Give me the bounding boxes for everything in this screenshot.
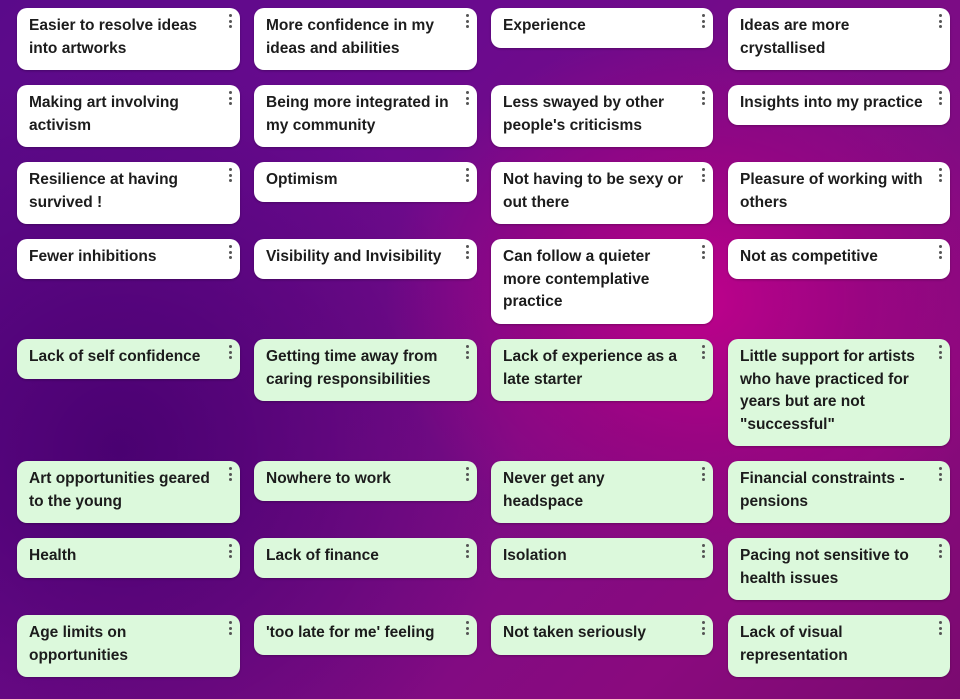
more-options-icon[interactable] (701, 245, 705, 259)
sticky-note-card[interactable]: Age limits on opportunities (17, 615, 240, 677)
more-options-icon[interactable] (938, 621, 942, 635)
more-options-icon[interactable] (228, 467, 232, 481)
more-options-icon[interactable] (938, 168, 942, 182)
sticky-note-card[interactable]: Insights into my practice (728, 85, 950, 125)
card-text: Being more integrated in my community (266, 94, 449, 134)
sticky-note-card[interactable]: Easier to resolve ideas into artworks (17, 8, 240, 70)
card-text: Financial constraints - pensions (740, 470, 905, 510)
more-options-icon[interactable] (938, 245, 942, 259)
more-options-icon[interactable] (938, 544, 942, 558)
card-text: Ideas are more crystallised (740, 17, 850, 57)
sticky-note-card[interactable]: Art opportunities geared to the young (17, 461, 240, 523)
card-text: Age limits on opportunities (29, 624, 129, 664)
sticky-note-card[interactable]: Lack of experience as a late starter (491, 339, 713, 401)
card-text: Lack of self confidence (29, 348, 201, 365)
card-text: Art opportunities geared to the young (29, 470, 210, 510)
more-options-icon[interactable] (465, 14, 469, 28)
sticky-note-card[interactable]: Can follow a quieter more contemplative … (491, 239, 713, 324)
more-options-icon[interactable] (701, 14, 705, 28)
card-text: Fewer inhibitions (29, 248, 157, 265)
card-text: 'too late for me' feeling (266, 624, 435, 641)
sticky-note-card[interactable]: Less swayed by other people's criticisms (491, 85, 713, 147)
sticky-note-card[interactable]: Nowhere to work (254, 461, 477, 501)
card-text: Not having to be sexy or out there (503, 171, 684, 211)
card-text: Insights into my practice (740, 94, 923, 111)
more-options-icon[interactable] (465, 168, 469, 182)
card-text: Experience (503, 17, 586, 34)
sticky-note-card[interactable]: Lack of self confidence (17, 339, 240, 379)
card-text: Never get any headspace (503, 470, 605, 510)
card-text: Not taken seriously (503, 624, 646, 641)
more-options-icon[interactable] (938, 345, 942, 359)
sticky-note-card[interactable]: Little support for artists who have prac… (728, 339, 950, 446)
card-text: Resilience at having survived ! (29, 171, 179, 211)
sticky-note-card[interactable]: Pacing not sensitive to health issues (728, 538, 950, 600)
sticky-note-card[interactable]: Not taken seriously (491, 615, 713, 655)
more-options-icon[interactable] (228, 621, 232, 635)
sticky-note-card[interactable]: Isolation (491, 538, 713, 578)
card-text: Isolation (503, 547, 567, 564)
sticky-note-card[interactable]: Never get any headspace (491, 461, 713, 523)
sticky-note-card[interactable]: Making art involving activism (17, 85, 240, 147)
card-text: Pacing not sensitive to health issues (740, 547, 909, 587)
more-options-icon[interactable] (228, 14, 232, 28)
more-options-icon[interactable] (938, 91, 942, 105)
sticky-note-card[interactable]: More confidence in my ideas and abilitie… (254, 8, 477, 70)
more-options-icon[interactable] (228, 544, 232, 558)
card-text: More confidence in my ideas and abilitie… (266, 17, 434, 57)
more-options-icon[interactable] (701, 345, 705, 359)
card-text: Pleasure of working with others (740, 171, 923, 211)
card-text: Can follow a quieter more contemplative … (503, 248, 651, 310)
sticky-note-card[interactable]: Fewer inhibitions (17, 239, 240, 279)
sticky-note-card[interactable]: Ideas are more crystallised (728, 8, 950, 70)
more-options-icon[interactable] (465, 467, 469, 481)
sticky-note-card[interactable]: Resilience at having survived ! (17, 162, 240, 224)
card-text: Little support for artists who have prac… (740, 348, 915, 433)
more-options-icon[interactable] (701, 467, 705, 481)
card-text: Optimism (266, 171, 338, 188)
card-text: Lack of visual representation (740, 624, 848, 664)
sticky-note-card[interactable]: Lack of visual representation (728, 615, 950, 677)
sticky-note-card[interactable]: Not as competitive (728, 239, 950, 279)
more-options-icon[interactable] (701, 168, 705, 182)
sticky-note-card[interactable]: 'too late for me' feeling (254, 615, 477, 655)
card-text: Easier to resolve ideas into artworks (29, 17, 198, 57)
more-options-icon[interactable] (938, 467, 942, 481)
card-text: Getting time away from caring responsibi… (266, 348, 438, 388)
card-text: Lack of experience as a late starter (503, 348, 678, 388)
sticky-note-card[interactable]: Optimism (254, 162, 477, 202)
more-options-icon[interactable] (701, 91, 705, 105)
more-options-icon[interactable] (228, 245, 232, 259)
sticky-note-card[interactable]: Experience (491, 8, 713, 48)
sticky-note-card[interactable]: Pleasure of working with others (728, 162, 950, 224)
more-options-icon[interactable] (228, 168, 232, 182)
card-text: Visibility and Invisibility (266, 248, 442, 265)
more-options-icon[interactable] (465, 345, 469, 359)
card-text: Less swayed by other people's criticisms (503, 94, 665, 134)
sticky-note-card[interactable]: Visibility and Invisibility (254, 239, 477, 279)
more-options-icon[interactable] (701, 621, 705, 635)
card-text: Lack of finance (266, 547, 379, 564)
more-options-icon[interactable] (465, 245, 469, 259)
more-options-icon[interactable] (701, 544, 705, 558)
sticky-note-card[interactable]: Lack of finance (254, 538, 477, 578)
more-options-icon[interactable] (938, 14, 942, 28)
sticky-note-card[interactable]: Health (17, 538, 240, 578)
sticky-note-card[interactable]: Being more integrated in my community (254, 85, 477, 147)
card-text: Not as competitive (740, 248, 878, 265)
more-options-icon[interactable] (228, 91, 232, 105)
sticky-note-card[interactable]: Getting time away from caring responsibi… (254, 339, 477, 401)
sticky-note-card[interactable]: Financial constraints - pensions (728, 461, 950, 523)
more-options-icon[interactable] (465, 544, 469, 558)
card-text: Nowhere to work (266, 470, 391, 487)
more-options-icon[interactable] (465, 621, 469, 635)
card-text: Making art involving activism (29, 94, 179, 134)
card-text: Health (29, 547, 77, 564)
more-options-icon[interactable] (228, 345, 232, 359)
more-options-icon[interactable] (465, 91, 469, 105)
sticky-note-card[interactable]: Not having to be sexy or out there (491, 162, 713, 224)
